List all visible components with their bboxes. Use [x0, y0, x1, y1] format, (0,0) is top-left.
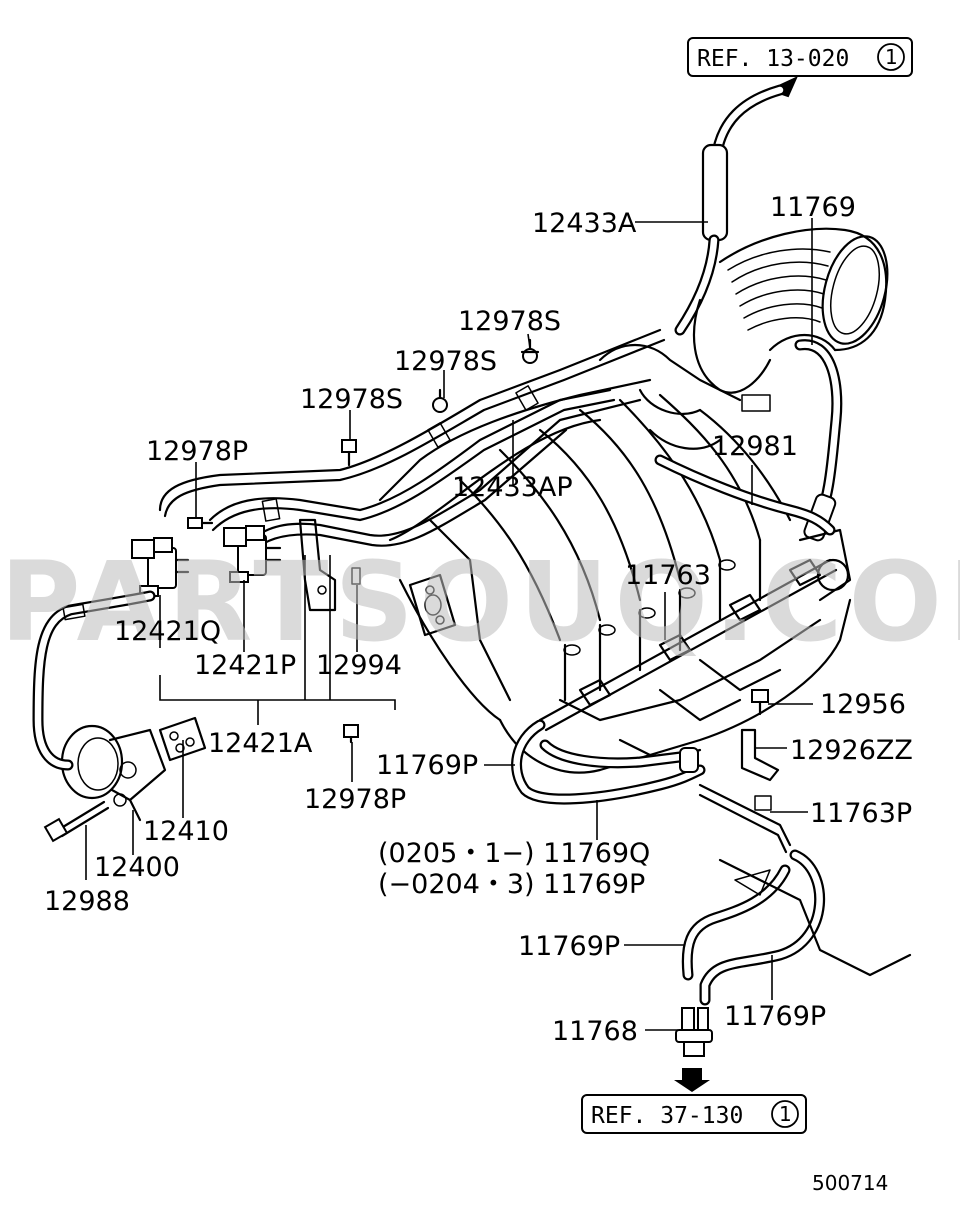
- label-12978S-a[interactable]: 12978S: [458, 306, 561, 337]
- label-12421Q[interactable]: 12421Q: [114, 616, 221, 647]
- label-12421A[interactable]: 12421A: [208, 728, 313, 759]
- bolt-12978S-b: [432, 388, 448, 413]
- bolt-12978S-c: [341, 439, 357, 467]
- solenoid-valve-12421Q: [131, 537, 190, 597]
- label-12926ZZ[interactable]: 12926ZZ: [790, 735, 913, 766]
- label-12994[interactable]: 12994: [316, 650, 402, 681]
- label-11769Q-note[interactable]: (0205・1−) 11769Q: [378, 838, 650, 869]
- label-12978S-c[interactable]: 12978S: [300, 384, 403, 415]
- label-12433AP[interactable]: 12433AP: [452, 472, 573, 503]
- label-11769P-b[interactable]: 11769P: [518, 931, 620, 962]
- bolt-12978P-b: [343, 724, 359, 744]
- label-12410[interactable]: 12410: [143, 816, 229, 847]
- egr-valve-12400: [60, 724, 167, 822]
- bolt-12978P-a: [187, 517, 214, 529]
- hose-11769P-upper: [511, 719, 706, 805]
- ref-top-circled: 1: [885, 45, 898, 69]
- ref-top-text: REF. 13-020: [697, 46, 849, 72]
- watermark: PARTSOUQ.COM: [0, 538, 960, 666]
- label-11769P-a[interactable]: 11769P: [376, 750, 478, 781]
- pipe-11763P: [698, 783, 792, 854]
- bracket: [298, 518, 361, 612]
- bracket-12926ZZ: [740, 728, 780, 782]
- ref-bottom-text: REF. 37-130: [591, 1103, 743, 1129]
- label-12981[interactable]: 12981: [712, 431, 798, 462]
- ref-box-top[interactable]: REF. 13-020 1: [687, 37, 913, 77]
- label-11769P-note[interactable]: (−0204・3) 11769P: [378, 869, 645, 900]
- diagram-id: 500714: [812, 1171, 888, 1195]
- label-12978P-b[interactable]: 12978P: [304, 784, 406, 815]
- ref-box-bottom[interactable]: REF. 37-130 1: [581, 1094, 807, 1134]
- label-11763P[interactable]: 11763P: [810, 798, 912, 829]
- vacuum-hose-12433A: [674, 84, 786, 336]
- label-11768[interactable]: 11768: [552, 1016, 638, 1047]
- arrow-down-icon: [674, 1068, 710, 1092]
- part-labels: 11769 12433A 12978S 12978S 12978S 12978P…: [44, 192, 913, 1047]
- label-11769P-c[interactable]: 11769P: [724, 1001, 826, 1032]
- solenoid-valve-12421P: [223, 525, 282, 583]
- ref-bottom-circled: 1: [779, 1102, 792, 1126]
- sensor-11768: [675, 1007, 713, 1057]
- label-11769[interactable]: 11769: [770, 192, 856, 223]
- label-12956[interactable]: 12956: [820, 689, 906, 720]
- label-12978S-b[interactable]: 12978S: [394, 346, 497, 377]
- label-12433A[interactable]: 12433A: [532, 208, 637, 239]
- label-12421P[interactable]: 12421P: [194, 650, 296, 681]
- gasket-12410: [158, 716, 207, 762]
- hose-to-egr: [32, 590, 156, 771]
- body-outline: [718, 858, 912, 977]
- bolt-12956: [751, 689, 769, 716]
- label-12978P-a[interactable]: 12978P: [146, 436, 248, 467]
- delivery-pipe-11763: [538, 558, 838, 732]
- hose-11769Q: [539, 739, 699, 773]
- label-11763[interactable]: 11763: [625, 560, 711, 591]
- hose-12981: [654, 454, 836, 536]
- intake-duct: [692, 227, 889, 394]
- label-12400[interactable]: 12400: [94, 852, 180, 883]
- label-12988[interactable]: 12988: [44, 886, 130, 917]
- hose-11769P-lower: [681, 849, 826, 1006]
- leader-lines: [85, 218, 813, 1031]
- bolt-12988: [43, 800, 110, 843]
